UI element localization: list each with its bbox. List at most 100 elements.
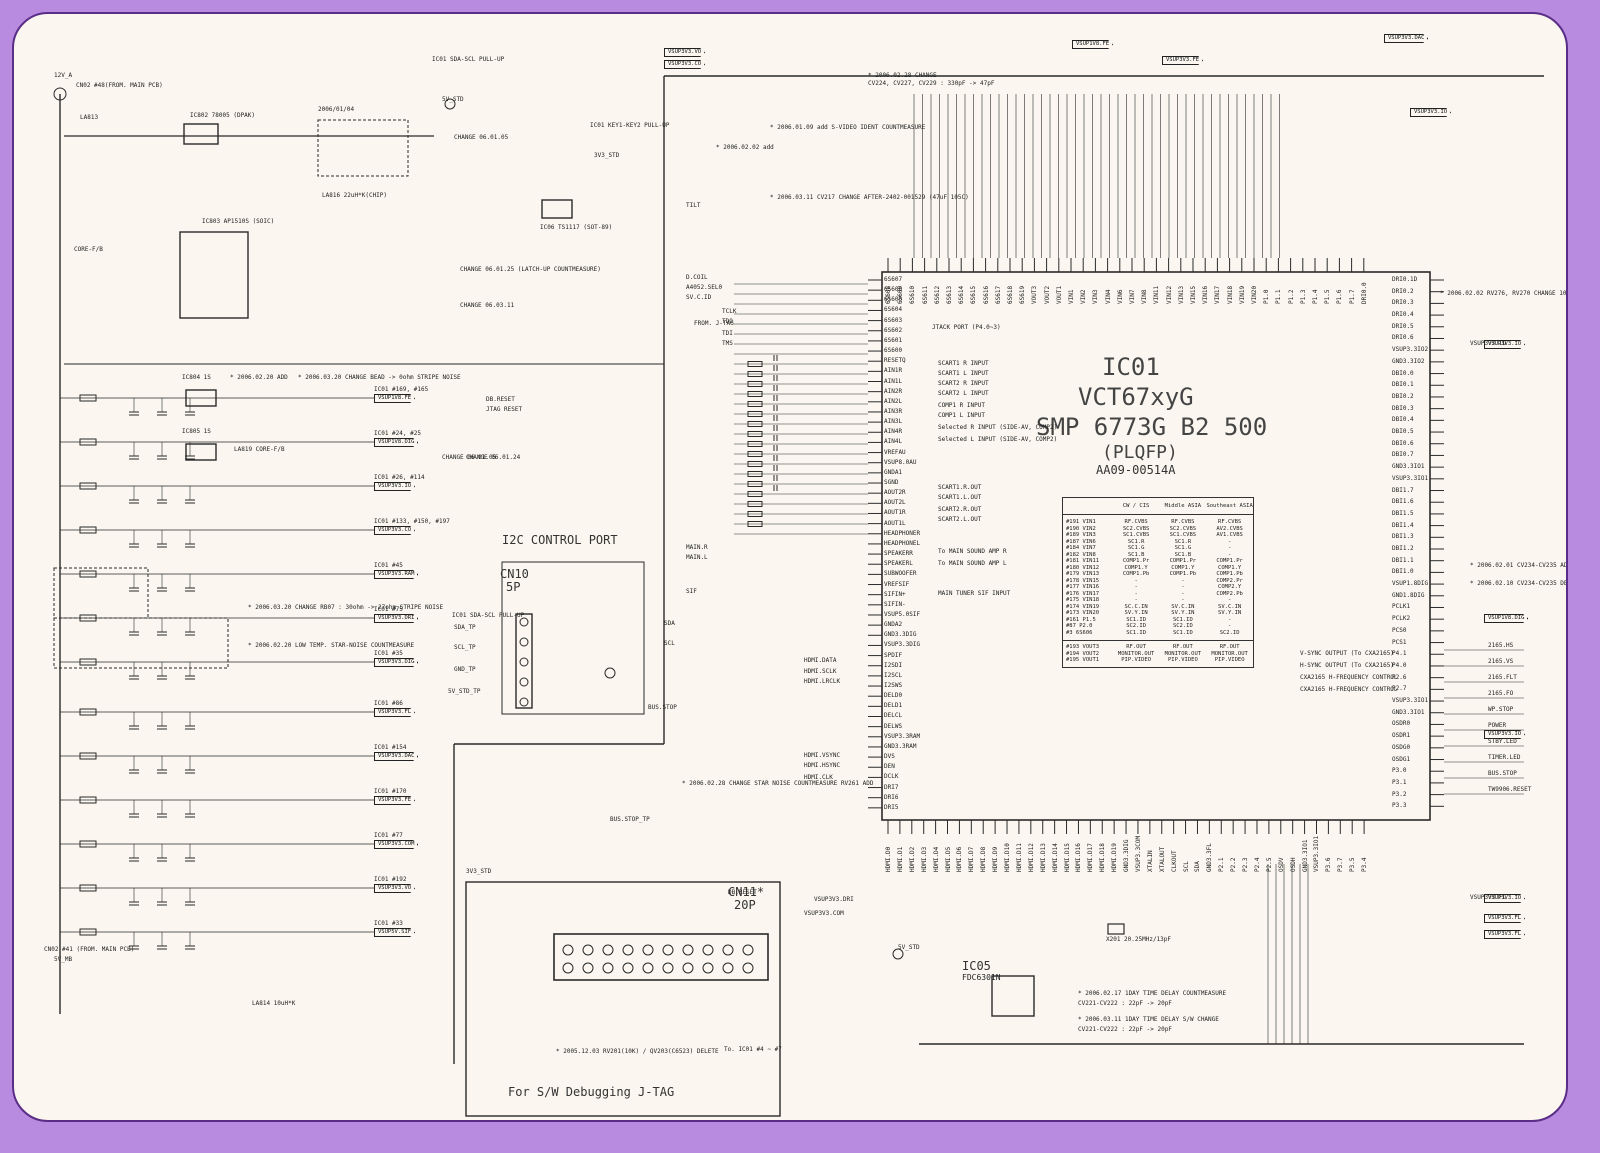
annotation: LA819 CORE-F/B (234, 446, 285, 453)
annotation: SDA_TP (454, 624, 476, 631)
table-cell: SC1.B (1127, 551, 1145, 558)
cn11-pin-bottom (602, 962, 614, 974)
ic01-right-pin-label: OSDR0 (1392, 720, 1411, 728)
annotation: SV.C.ID (686, 294, 712, 301)
ic01-right-pin-label: P3.0 (1392, 767, 1407, 775)
annotation: CHANGE 06.01.25 (LATCH-UP COUNTMEASURE) (460, 266, 601, 273)
annotation: HDMI.VSYNC (804, 752, 841, 759)
annotation: SCL_TP (454, 644, 476, 651)
resistor (747, 371, 763, 377)
annotation: HDMI.LRCLK (804, 678, 841, 685)
ic01-left-pin-label: AIN4L (884, 438, 903, 446)
ic01-right-pin-label: DBI0.5 (1392, 428, 1414, 436)
right-net-label: VSUP3V3.IO (1484, 340, 1526, 349)
ic01-left-pin-label: DRI6 (884, 793, 899, 801)
annotation: COMP1 R INPUT (938, 402, 985, 409)
table-cell: - (1227, 538, 1232, 545)
table-header-cell: CW / CIS (1122, 502, 1150, 509)
ic01-left-pin-label: RESETQ (884, 357, 906, 365)
ic01-left-pin-label: AIN2L (884, 397, 903, 405)
annotation: SCART1 R INPUT (938, 360, 989, 367)
power-net-label: VSUP1V8.DIG (374, 438, 419, 447)
ic01-left-pin-label: DEN (884, 763, 895, 771)
ic01-right-pin-label: OSDG1 (1392, 755, 1411, 763)
top-net-label: VSUP3V3.FE (1162, 56, 1204, 65)
annotation: 5V_STD (898, 944, 920, 951)
ic01-top-pin-label: VIN18 (1226, 285, 1234, 304)
ic01-top-pin-label: 6S616 (982, 285, 990, 304)
annotation: TCLK (722, 308, 737, 315)
ic01-bottom-pin-label: HDMI.D11 (1015, 843, 1023, 872)
annotation: CV221-CV222 : 22pF -> 20pF (1078, 1026, 1172, 1033)
ic01-right-pin-label: OSDG0 (1392, 743, 1411, 751)
ic01-right-pin-label: DBI0.1 (1392, 381, 1414, 389)
table-cell: COMP1.Pb (1122, 571, 1150, 577)
table-cell: - (1134, 597, 1138, 603)
table-cell: SC1.ID (1126, 629, 1147, 636)
cn11-ref: CN11* (728, 885, 765, 899)
annotation: SCART2.L.OUT (938, 516, 982, 523)
resistor (747, 421, 763, 427)
cn10-pin (519, 657, 529, 667)
ic01-bottom-pin-label: GND3.3FL (1206, 843, 1214, 872)
table-cell: COMP2.Pb (1216, 590, 1243, 597)
table-cell: MONITOR.OUT (1117, 650, 1155, 657)
ic01-left-pin-label: AIN4R (884, 428, 903, 436)
ic01-right-pin-label: P3.2 (1392, 790, 1407, 798)
top-net-label: VSUP1V8.FE (1072, 40, 1114, 49)
ic01-left-pin-label: 6S603 (884, 316, 903, 324)
table-cell: - (1181, 584, 1185, 590)
ic01-left-pin-label: SGND (884, 479, 899, 487)
ic01-bottom-pin-label: VSUP3.3COM (1134, 835, 1142, 872)
power-net-note: IC01 #133, #150, #197 (374, 518, 450, 525)
ic01-top-pin-label: VIN7 (1129, 289, 1136, 304)
power-net-note: IC01 #26, #114 (374, 474, 425, 481)
table-cell: - (1181, 590, 1185, 597)
power-net-note: IC01 #86 (374, 700, 403, 707)
annotation: SCART1 L INPUT (938, 370, 989, 377)
test-point (604, 667, 616, 679)
ic01-top-pin-label: 6S610 (909, 285, 917, 304)
table-cell: #87 P2.0 (1066, 623, 1093, 629)
ic01-right-pin-label: P3.3 (1392, 802, 1407, 810)
test-point (892, 948, 904, 960)
resistor (747, 411, 763, 417)
ic01-top-pin-label: VIN8 (1141, 289, 1149, 304)
ic01-right-pin-label: VSUP3.3IO1 (1392, 697, 1429, 705)
annotation: MAIN.L (686, 554, 708, 561)
power-net-note: IC01 #75 (374, 606, 403, 613)
table-row: #176 VIN17--COMP2.Pb (1063, 591, 1253, 598)
cn10-ref: CN10 (500, 567, 529, 581)
table-cell: SC2.CVBS (1122, 525, 1150, 532)
table-cell: COMP1.Y (1171, 564, 1195, 571)
ic01-right-pin-label: DBI0.3 (1392, 404, 1414, 412)
ic01-left-pin-label: SPDIF (884, 651, 903, 659)
resistor (747, 451, 763, 457)
resistor (747, 381, 763, 387)
ic01-left-pin-label: AIN1L (884, 377, 903, 385)
annotation: CXA2165 H-FREQUENCY CONTROL (1300, 674, 1398, 681)
resistor (747, 511, 763, 517)
resistor (747, 481, 763, 487)
ic01-left-pin-label: GNDA1 (884, 468, 903, 476)
ic01-top-pin-label: 6S615 (970, 285, 978, 304)
annotation: 2006/01/04 (318, 106, 355, 113)
ic01-bottom-pin-label: P3.6 (1325, 857, 1333, 872)
ic01-top-pin-label: 6S618 (1007, 285, 1014, 304)
ic01-left-pin-label: 6S600 (884, 347, 903, 355)
table-cell: - (1134, 584, 1138, 590)
ic01-left-pin-label: I2SCL (884, 671, 903, 679)
annotation: * 2006.02.10 CV234-CV235 DELETE (1470, 580, 1568, 587)
table-cell: #177 VIN16 (1066, 584, 1100, 590)
table-row: #175 VIN18--- (1063, 597, 1253, 604)
table-cell: SC1.ID (1172, 629, 1193, 636)
annotation: BUS.STOP_TP (610, 816, 650, 823)
ic01-right-pin-label: DRI0.5 (1392, 322, 1414, 330)
annotation: JTAG RESET (486, 406, 523, 413)
table-cell: #181 VIN11 (1066, 558, 1100, 564)
output-label: WP.STOP (1488, 706, 1514, 713)
table-cell: SC1.G (1127, 545, 1145, 551)
